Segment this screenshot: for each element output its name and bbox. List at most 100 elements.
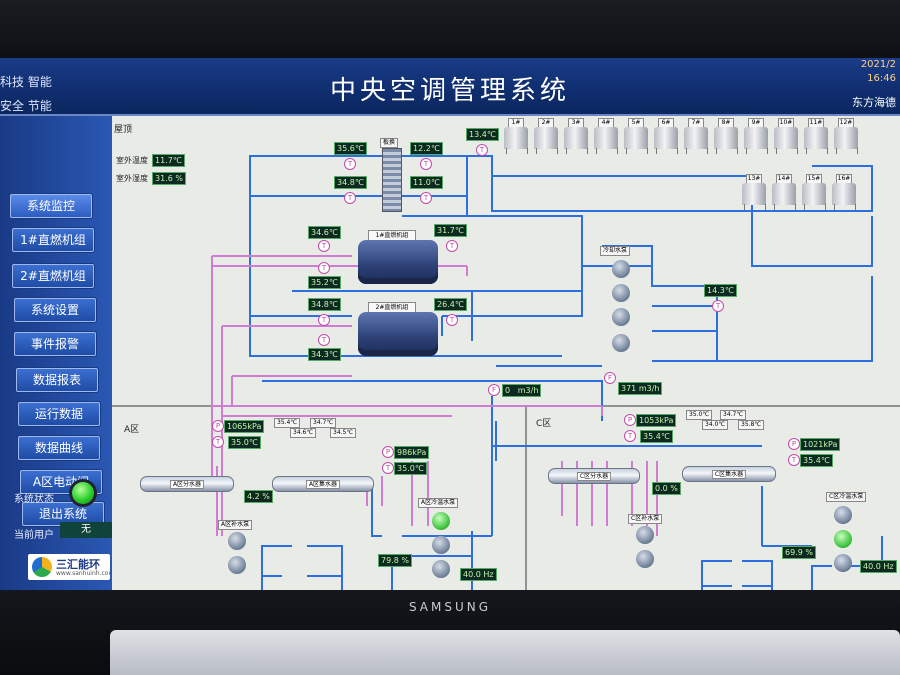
chiller-2-temp-out: 34.3℃ bbox=[308, 348, 341, 361]
cooling-tower[interactable]: 3# bbox=[564, 118, 588, 154]
zone-a-chw-pump[interactable] bbox=[432, 560, 450, 578]
zone-a-pressure-2: 986kPa bbox=[394, 446, 430, 459]
zone-a-divider[interactable]: A区分水器 bbox=[140, 476, 234, 492]
cooling-tower[interactable]: 4# bbox=[594, 118, 618, 154]
zone-a-branch-temp: 34.5℃ bbox=[330, 428, 357, 438]
hx-out-bottom-temp: 11.0℃ bbox=[410, 176, 443, 189]
zone-a-pressure-value: 1065 bbox=[227, 422, 248, 431]
nav-system-settings[interactable]: 系统设置 bbox=[14, 298, 96, 322]
pressure-gauge-icon: P bbox=[212, 420, 224, 432]
outdoor-humidity-value: 31.6 % bbox=[152, 172, 186, 185]
cooling-tower[interactable]: 2# bbox=[534, 118, 558, 154]
flow-2: 371 m3/h bbox=[618, 382, 663, 395]
zone-c-makeup-pump-label: C区补水泵 bbox=[628, 514, 663, 524]
zone-c-pressure-2-value: 1021 bbox=[803, 440, 824, 449]
zone-c-chw-pump[interactable] bbox=[834, 530, 852, 548]
zone-a-chw-pump[interactable] bbox=[432, 512, 450, 530]
nav-system-monitor[interactable]: 系统监控 bbox=[10, 194, 92, 218]
monitor-brand: SAMSUNG bbox=[408, 600, 492, 614]
chiller-1-temp-in: 34.6℃ bbox=[308, 226, 341, 239]
zone-c-chw-pump-label: C区冷温水泵 bbox=[826, 492, 867, 502]
pressure-gauge-icon: P bbox=[624, 414, 636, 426]
gauge-icon: T bbox=[318, 334, 330, 346]
gauge-icon: T bbox=[712, 300, 724, 312]
process-diagram: 屋顶 室外温度 11.7℃ 室外湿度 31.6 % 板换 35.6℃ 12.2℃… bbox=[112, 116, 900, 590]
gauge-icon: T bbox=[212, 436, 224, 448]
zone-a-freq-unit: Hz bbox=[483, 570, 494, 579]
cooling-tower[interactable]: 10# bbox=[774, 118, 798, 154]
pressure-gauge-icon: P bbox=[788, 438, 800, 450]
zone-c-collector[interactable]: C区集水器 bbox=[682, 466, 776, 482]
zone-c-label: C区 bbox=[536, 419, 552, 429]
nav-chiller-1[interactable]: 1#直燃机组 bbox=[12, 228, 94, 252]
monitor-bezel-top bbox=[0, 0, 900, 58]
date-text: 2021/2 bbox=[860, 59, 896, 70]
cooling-pump[interactable] bbox=[612, 260, 630, 278]
logo-url: www.sanhuinh.com bbox=[56, 570, 115, 577]
flowmeter-icon: F bbox=[488, 384, 500, 396]
cooling-tower[interactable]: 13# bbox=[742, 174, 766, 210]
flow-1: 0 m3/h bbox=[502, 384, 542, 397]
cooling-pump[interactable] bbox=[612, 284, 630, 302]
cooling-tower[interactable]: 7# bbox=[684, 118, 708, 154]
nav-data-report[interactable]: 数据报表 bbox=[16, 368, 98, 392]
nav-run-data[interactable]: 运行数据 bbox=[18, 402, 100, 426]
zone-a-collector[interactable]: A区集水器 bbox=[272, 476, 374, 492]
zone-c-divider[interactable]: C区分水器 bbox=[548, 468, 640, 484]
sidebar: 系统监控 1#直燃机组 2#直燃机组 系统设置 事件报警 数据报表 运行数据 数… bbox=[0, 116, 112, 590]
cooling-tower[interactable]: 15# bbox=[802, 174, 826, 210]
gauge-icon: T bbox=[624, 430, 636, 442]
gauge-icon: T bbox=[318, 240, 330, 252]
chiller-1[interactable]: 1#直燃机组 bbox=[358, 230, 438, 284]
zone-c-freq-value: 40.0 bbox=[863, 562, 881, 571]
roof-section-label: 屋顶 bbox=[114, 125, 133, 135]
zone-a-temp: 35.0℃ bbox=[228, 436, 261, 449]
hx-in-bottom-temp: 34.8℃ bbox=[334, 176, 367, 189]
cooling-tower[interactable]: 14# bbox=[772, 174, 796, 210]
zone-a-label: A区 bbox=[124, 425, 140, 435]
cooling-pump[interactable] bbox=[612, 308, 630, 326]
zone-c-branch-temp: 35.0℃ bbox=[686, 410, 713, 420]
zone-a-makeup-pump[interactable] bbox=[228, 532, 246, 550]
gauge-icon: T bbox=[318, 314, 330, 326]
nav-chiller-2[interactable]: 2#直燃机组 bbox=[12, 264, 94, 288]
zone-a-temp-2: 35.0℃ bbox=[394, 462, 427, 475]
zone-a-bypass-valve: 4.2 % bbox=[244, 490, 273, 503]
zone-a-chw-pump[interactable] bbox=[432, 536, 450, 554]
scada-screen: 科技 智能 安全 节能 中央空调管理系统 2021/2 16:46 东方海德 系… bbox=[0, 58, 900, 590]
cooling-tower[interactable]: 9# bbox=[744, 118, 768, 154]
cooling-tower[interactable]: 8# bbox=[714, 118, 738, 154]
chiller-2-temp-right: 26.4℃ bbox=[434, 298, 467, 311]
zone-c-makeup-pump[interactable] bbox=[636, 550, 654, 568]
cooling-tower[interactable]: 1# bbox=[504, 118, 528, 154]
cooling-tower[interactable]: 6# bbox=[654, 118, 678, 154]
zone-a-pressure-2-unit: kPa bbox=[412, 448, 427, 457]
chiller-2-temp-in: 34.8℃ bbox=[308, 298, 341, 311]
zone-c-makeup-pump[interactable] bbox=[636, 526, 654, 544]
cooling-tower[interactable]: 16# bbox=[832, 174, 856, 210]
zone-c-pressure-value: 1053 bbox=[639, 416, 660, 425]
cooling-tower[interactable]: 12# bbox=[834, 118, 858, 154]
chiller-2[interactable]: 2#直燃机组 bbox=[358, 302, 438, 356]
zone-c-chw-pump[interactable] bbox=[834, 506, 852, 524]
zone-a-makeup-pump[interactable] bbox=[228, 556, 246, 574]
zone-c-pressure-2-unit: kPa bbox=[823, 440, 838, 449]
nav-event-alarm[interactable]: 事件报警 bbox=[14, 332, 96, 356]
chiller-1-temp-out: 35.2℃ bbox=[308, 276, 341, 289]
cooling-tower[interactable]: 11# bbox=[804, 118, 828, 154]
gauge-icon: T bbox=[420, 192, 432, 204]
zone-c-branch-temp: 35.8℃ bbox=[738, 420, 765, 430]
zone-c-pressure-2: 1021kPa bbox=[800, 438, 841, 451]
zone-a-freq-value: 40.0 bbox=[463, 570, 481, 579]
nav-data-curve[interactable]: 数据曲线 bbox=[18, 436, 100, 460]
outdoor-temp-label: 室外温度 bbox=[116, 156, 148, 165]
cooling-tower[interactable]: 5# bbox=[624, 118, 648, 154]
cooling-pump[interactable] bbox=[612, 334, 630, 352]
flowmeter-icon: F bbox=[604, 372, 616, 384]
hx-out-top-temp: 12.2℃ bbox=[410, 142, 443, 155]
gauge-icon: T bbox=[382, 462, 394, 474]
outdoor-temp-value: 11.7℃ bbox=[152, 154, 185, 167]
zone-c-chw-pump[interactable] bbox=[834, 554, 852, 572]
company-logo: 三汇能环 www.sanhuinh.com bbox=[28, 554, 114, 580]
gauge-icon: T bbox=[788, 454, 800, 466]
